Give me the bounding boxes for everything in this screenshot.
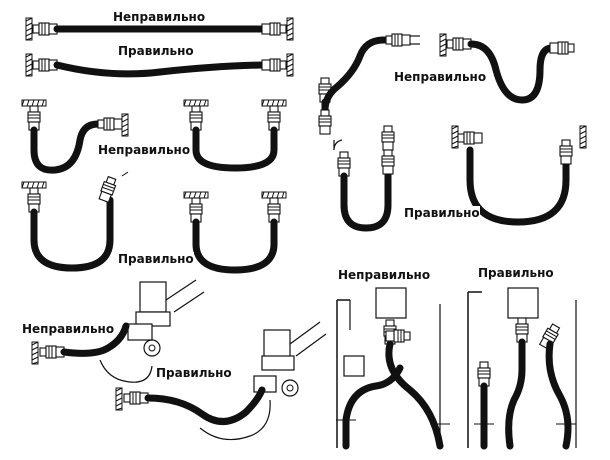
label-correct-elbow: Правильно xyxy=(156,366,232,380)
panel-bend-near-fitting xyxy=(21,99,287,174)
label-incorrect-bend: Неправильно xyxy=(98,143,191,157)
panel-engine-side-wrong xyxy=(336,287,450,450)
label-incorrect-straight: Неправильно xyxy=(113,10,206,24)
label-correct-slack: Правильно xyxy=(118,44,194,58)
label-incorrect-engine: Неправильно xyxy=(338,268,431,282)
panel-elbow-near-block xyxy=(31,279,327,441)
label-incorrect-elbow: Неправильно xyxy=(22,322,115,336)
label-incorrect-s-curve: Неправильно xyxy=(394,70,487,84)
label-correct-loop: Правильно xyxy=(118,252,194,266)
panel-vertical-u-hoses xyxy=(333,125,587,232)
panel-loop-hoses xyxy=(21,171,287,274)
label-correct-engine: Правильно xyxy=(478,266,554,280)
label-correct-vertical: Правильно xyxy=(404,206,480,220)
panel-engine-side-right xyxy=(467,287,577,450)
panel-s-curve-hoses xyxy=(318,33,575,135)
panel-straight-hose xyxy=(25,17,294,78)
